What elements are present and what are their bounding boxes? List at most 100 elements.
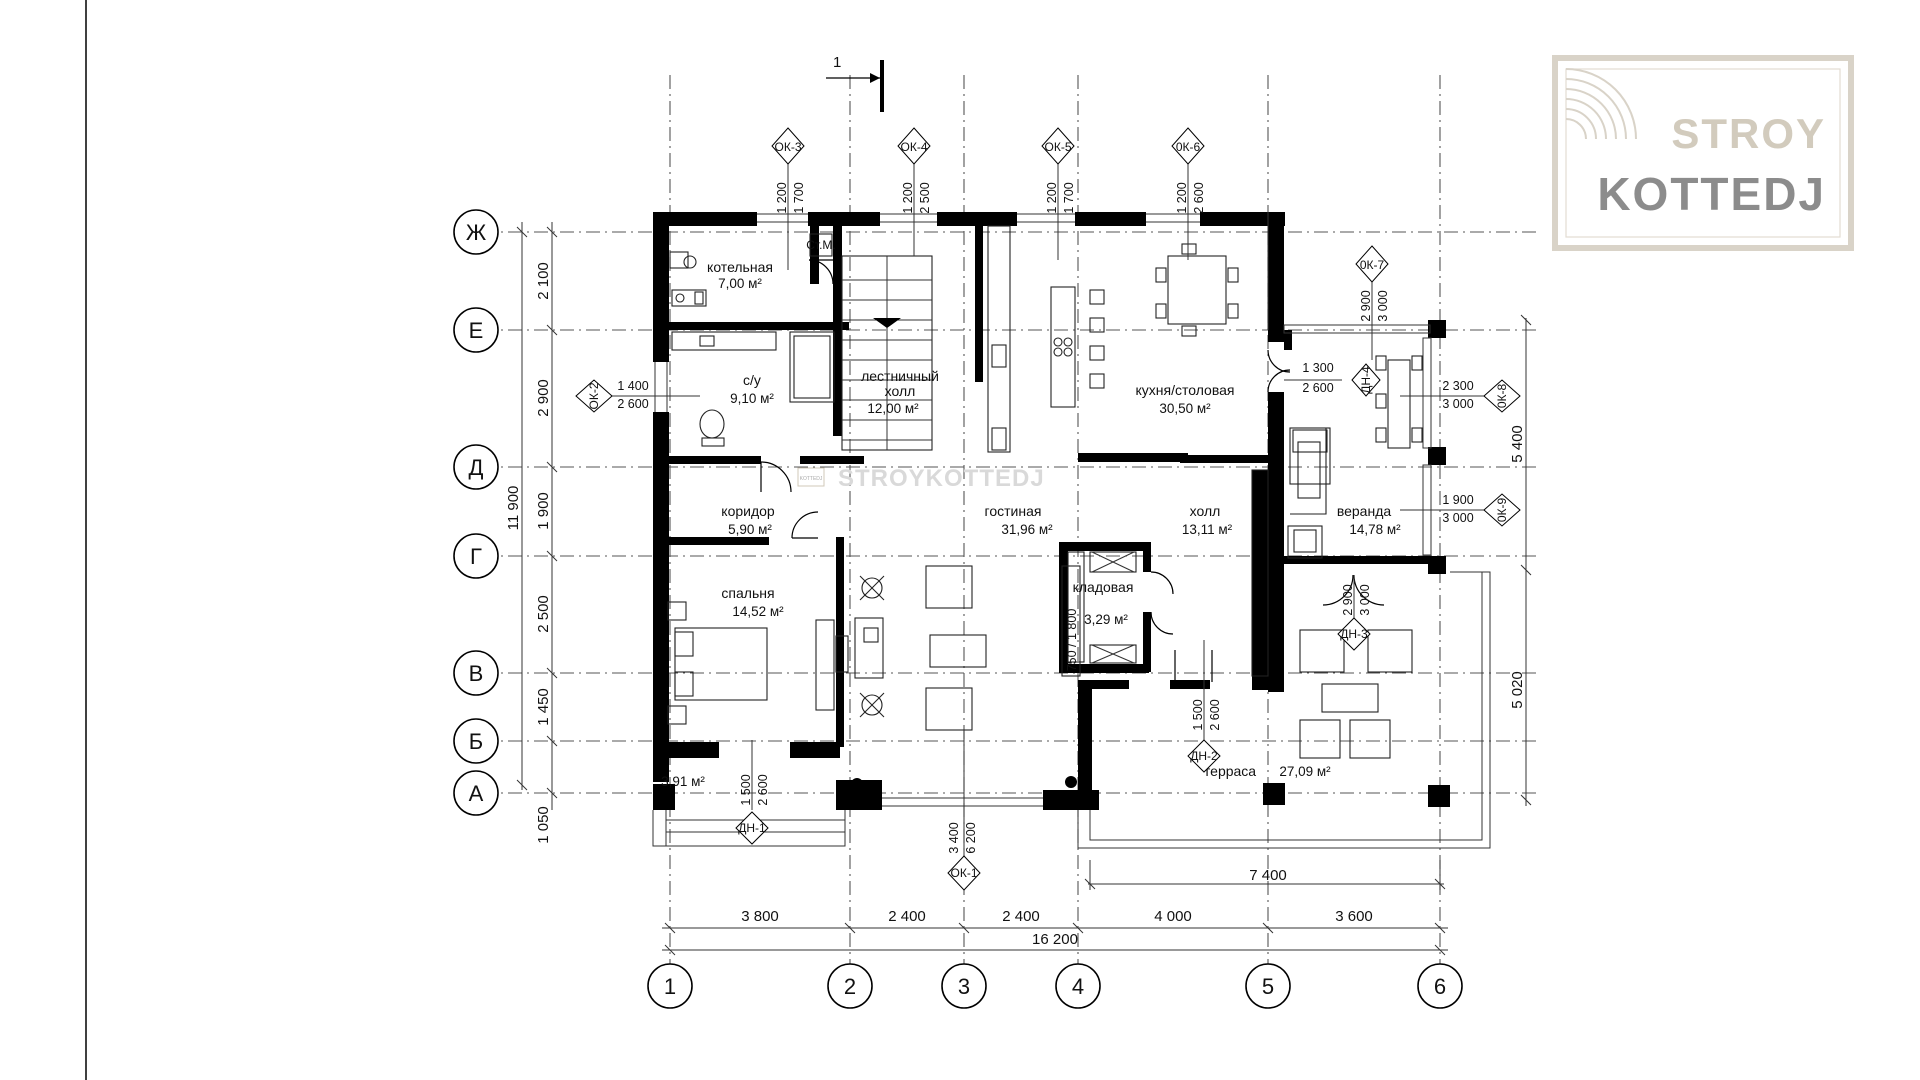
svg-text:4 000: 4 000 [1154, 908, 1192, 925]
svg-text:1 450: 1 450 [535, 688, 552, 726]
axis-marker-1: 1 [647, 963, 693, 1009]
svg-text:2 600: 2 600 [1302, 381, 1333, 395]
room-living-area: 31,96 м² [1001, 522, 1053, 537]
svg-text:А: А [469, 781, 484, 806]
logo-line1: STROY [1671, 110, 1826, 157]
room-stair-name1: лестничный [861, 368, 939, 384]
svg-text:2 600: 2 600 [1192, 182, 1206, 213]
svg-text:ОК-1: ОК-1 [951, 866, 978, 880]
svg-text:1 500: 1 500 [739, 774, 753, 805]
svg-text:2: 2 [844, 974, 856, 999]
thin-lines [652, 212, 1491, 849]
svg-text:16 200: 16 200 [1032, 931, 1078, 948]
room-corridor-name: коридор [721, 503, 775, 519]
svg-text:ОК-5: ОК-5 [1045, 140, 1072, 154]
room-bedroom-area: 14,52 м² [732, 604, 784, 619]
svg-text:1 050: 1 050 [535, 806, 552, 844]
axis-marker-a: А [453, 770, 499, 816]
room-storage-name: кладовая [1073, 579, 1134, 595]
axis-marker-e: Е [453, 307, 499, 353]
axis-marker-5: 5 [1245, 963, 1291, 1009]
svg-text:0К-9: 0К-9 [1495, 498, 1509, 523]
axis-marker-g: Г [453, 533, 499, 579]
svg-text:Е: Е [469, 318, 484, 343]
svg-text:3 800: 3 800 [741, 908, 779, 925]
watermark: KOTTEDJ STROYKOTTEDJ [797, 465, 1045, 492]
stroy-kottedj-logo: STROY KOTTEDJ [1552, 55, 1854, 251]
svg-text:2 300: 2 300 [1442, 379, 1473, 393]
svg-text:1 500: 1 500 [1191, 699, 1205, 730]
axis-marker-v: В [453, 650, 499, 696]
svg-text:2 600: 2 600 [617, 397, 648, 411]
room-veranda-area: 14,78 м² [1349, 522, 1401, 537]
axis-markers-vertical: 1 2 3 4 5 6 [647, 963, 1463, 1009]
dimensions-left: 2 100 2 900 1 900 2 500 1 450 1 050 11 9… [505, 222, 558, 844]
svg-text:0К-7: 0К-7 [1360, 258, 1385, 272]
dimensions-right: 5 400 5 020 [1509, 314, 1532, 806]
svg-text:0К-6: 0К-6 [1176, 140, 1201, 154]
axis-marker-b: Б [453, 718, 499, 764]
svg-text:ДН-1: ДН-1 [738, 821, 766, 835]
room-living-name: гостиная [985, 503, 1042, 519]
axis-grid [482, 75, 1540, 965]
svg-text:2 900: 2 900 [1341, 584, 1355, 615]
svg-text:1 900: 1 900 [535, 492, 552, 530]
room-boiler-name: котельная [707, 259, 773, 275]
room-terrace-name: терраса [1204, 763, 1256, 779]
svg-text:3 400: 3 400 [947, 822, 961, 853]
axis-marker-2: 2 [827, 963, 873, 1009]
axis-marker-3: 3 [941, 963, 987, 1009]
svg-text:ОК-4: ОК-4 [901, 140, 928, 154]
svg-text:ДН-2: ДН-2 [1190, 749, 1218, 763]
svg-text:3 000: 3 000 [1376, 290, 1390, 321]
room-veranda-name: веранда [1337, 503, 1392, 519]
room-corridor-area: 5,90 м² [728, 522, 772, 537]
svg-text:3: 3 [958, 974, 970, 999]
walls [653, 212, 1450, 810]
axis-marker-6: 6 [1417, 963, 1463, 1009]
svg-text:3 000: 3 000 [1442, 511, 1473, 525]
room-bedroom-name: спальня [721, 585, 774, 601]
room-hall-name: холл [1190, 503, 1221, 519]
svg-text:В: В [469, 661, 484, 686]
svg-text:6: 6 [1434, 974, 1446, 999]
svg-text:1 300: 1 300 [1302, 361, 1333, 375]
svg-text:1: 1 [833, 54, 841, 71]
svg-text:3 000: 3 000 [1358, 584, 1372, 615]
room-kitchen-name: кухня/столовая [1136, 382, 1235, 398]
svg-text:ОК-3: ОК-3 [775, 140, 802, 154]
svg-text:1 700: 1 700 [792, 182, 806, 213]
room-boiler-area: 7,00 м² [718, 276, 762, 291]
axis-marker-4: 4 [1055, 963, 1101, 1009]
svg-text:0К-8: 0К-8 [1495, 384, 1509, 409]
room-stair-name2: холл [885, 383, 916, 399]
svg-text:11 900: 11 900 [505, 486, 522, 531]
svg-text:1 200: 1 200 [775, 182, 789, 213]
axis-markers-horizontal: Ж Е Д Г В Б А [453, 209, 499, 816]
svg-text:1 200: 1 200 [901, 182, 915, 213]
room-kitchen-area: 30,50 м² [1159, 401, 1211, 416]
svg-text:5 400: 5 400 [1509, 425, 1526, 463]
svg-text:ДН-4: ДН-4 [1359, 366, 1373, 394]
svg-text:2 100: 2 100 [535, 262, 552, 300]
svg-text:5 020: 5 020 [1509, 671, 1526, 709]
svg-text:6 200: 6 200 [964, 822, 978, 853]
svg-text:3 000: 3 000 [1442, 397, 1473, 411]
room-bathroom-area: 9,10 м² [730, 391, 774, 406]
svg-text:2 600: 2 600 [756, 774, 770, 805]
room-stair-area: 12,00 м² [867, 401, 919, 416]
svg-text:5: 5 [1262, 974, 1274, 999]
dimensions-bottom: 3 800 2 400 2 400 4 000 3 600 16 200 7 4… [662, 860, 1448, 956]
svg-text:ДН-3: ДН-3 [1340, 627, 1368, 641]
svg-text:2 400: 2 400 [888, 908, 926, 925]
svg-text:750 / 1 800: 750 / 1 800 [1065, 609, 1079, 672]
svg-text:2 500: 2 500 [918, 182, 932, 213]
svg-text:2 900: 2 900 [535, 379, 552, 417]
svg-text:7 400: 7 400 [1249, 867, 1287, 884]
svg-text:STROYKOTTEDJ: STROYKOTTEDJ [838, 465, 1045, 492]
svg-text:Ж: Ж [466, 220, 487, 245]
room-labels: котельная 7,00 м² Ст.М. с/у 9,10 м² лест… [661, 238, 1401, 789]
svg-text:KOTTEDJ: KOTTEDJ [800, 476, 823, 482]
svg-text:Б: Б [469, 729, 483, 754]
